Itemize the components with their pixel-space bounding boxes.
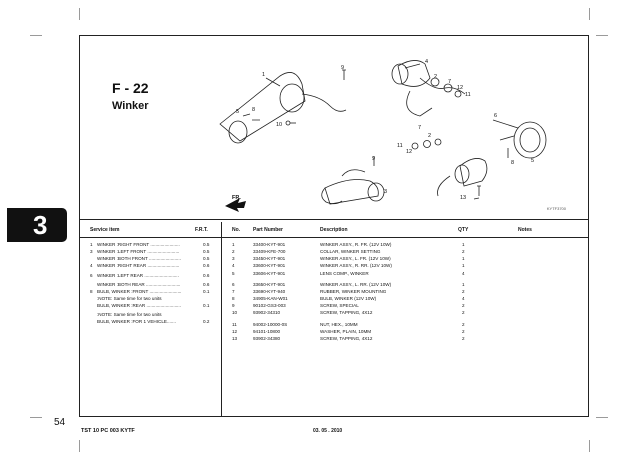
callout-1: 1 <box>262 72 265 78</box>
callout-6: 6 <box>494 113 497 119</box>
service-row: BULB, WINKER :REAR .....................… <box>97 303 210 308</box>
service-row: WINKER :BOTH REAR ......................… <box>97 282 210 287</box>
front-direction-arrow: FR. <box>225 195 246 212</box>
figure-title: Winker <box>112 100 149 112</box>
header-rule <box>80 237 588 238</box>
crop-mark <box>589 440 590 452</box>
callout-12: 12 <box>406 149 412 155</box>
callout-10: 10 <box>276 122 282 128</box>
chapter-number: 3 <box>33 210 48 240</box>
callout-8: 8 <box>511 160 514 166</box>
figure-code: F - 22 <box>112 80 149 96</box>
chapter-tab <box>7 208 67 242</box>
crop-mark <box>79 440 80 452</box>
winker-diagram-drawing: 1 9 5 8 10 4 2 7 12 11 6 7 2 11 12 9 3 1… <box>219 59 547 212</box>
callout-11: 11 <box>465 92 471 98</box>
callout-5: 5 <box>236 109 239 115</box>
header-frt: F.R.T. <box>195 227 208 233</box>
crop-mark <box>30 35 42 36</box>
crop-mark <box>596 417 608 418</box>
callout-2: 2 <box>434 74 437 80</box>
service-row: :NOTE: Same time for two units <box>97 312 162 317</box>
page-number: 54 <box>54 417 66 428</box>
figure-reference-code: KYTF3700 <box>546 206 566 211</box>
callout-4: 4 <box>425 59 428 65</box>
crop-mark <box>589 8 590 20</box>
callout-8: 8 <box>252 107 255 113</box>
header-description: Description <box>320 227 348 233</box>
callout-9: 9 <box>372 156 375 162</box>
header-notes: Notes <box>518 227 532 233</box>
header-no: No. <box>232 227 241 233</box>
header-part-number: Part Number <box>253 227 284 233</box>
callout-13: 13 <box>460 195 466 201</box>
callout-7: 7 <box>448 79 451 85</box>
header-qty: QTY <box>458 227 469 233</box>
callout-9: 9 <box>341 65 344 71</box>
service-row: :NOTE: Same time for two units <box>97 296 162 301</box>
document-date: 03. 05 . 2010 <box>313 428 343 434</box>
column-separator <box>221 222 222 417</box>
crop-mark <box>79 8 80 20</box>
service-row: WINKER :BOTH FRONT .....................… <box>97 256 210 261</box>
service-row: BULB, WINKER :FOR 1 VEHICLE.......0.2 <box>97 319 210 324</box>
exploded-diagram: 1 9 5 8 10 4 2 7 12 11 6 7 2 11 12 9 3 1… <box>80 36 588 220</box>
header-service-item: Service item <box>90 227 120 233</box>
callout-12: 12 <box>457 85 463 91</box>
document-code: TST 10 PC 003 KYTF <box>81 428 135 434</box>
callout-11: 11 <box>397 143 403 149</box>
callout-2: 2 <box>428 133 431 139</box>
callout-5: 5 <box>531 158 534 164</box>
parts-page-frame: 1 9 5 8 10 4 2 7 12 11 6 7 2 11 12 9 3 1… <box>79 35 589 417</box>
front-direction-label: FR. <box>232 195 241 201</box>
crop-mark <box>30 417 42 418</box>
callout-3: 3 <box>384 189 387 195</box>
callout-7: 7 <box>418 125 421 131</box>
crop-mark <box>596 35 608 36</box>
